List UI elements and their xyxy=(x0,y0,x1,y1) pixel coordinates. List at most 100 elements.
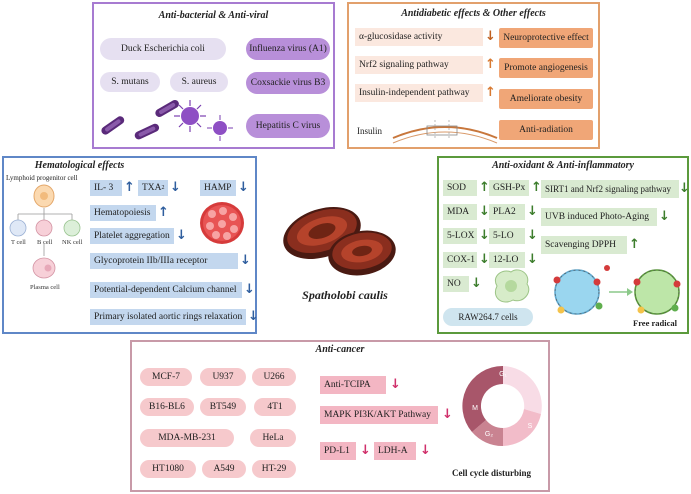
marker-12lo: 12-LO xyxy=(489,252,525,268)
arrow-down-icon: ↓ xyxy=(471,276,482,291)
arrow-down-icon: ↓ xyxy=(360,443,371,458)
cell-cycle-phase-m: M xyxy=(472,405,478,412)
arrow-up-icon: ↑ xyxy=(124,180,135,195)
anticancer-panel: Anti-cancer MCF-7 U937 U266 B16-BL6 BT54… xyxy=(130,340,550,492)
arrow-up-icon: ↑ xyxy=(485,85,496,100)
virus-item-hcv: Hepatitis C virus xyxy=(246,114,330,138)
effect-glycoprotein: Glycoprotein IIb/IIIa receptor xyxy=(90,253,238,269)
plasma-cell-label: Plasma cell xyxy=(30,284,60,291)
cell-line-ht1080: HT1080 xyxy=(140,460,196,478)
arrow-down-icon: ↓ xyxy=(527,228,538,243)
cell-cycle-label: Cell cycle disturbing xyxy=(452,468,531,478)
cell-cycle-segment-m xyxy=(462,365,503,432)
arrow-down-icon: ↓ xyxy=(527,204,538,219)
marker-sod: SOD xyxy=(443,180,477,196)
cell-line-b16bl6: B16-BL6 xyxy=(140,398,194,416)
arrow-down-icon: ↓ xyxy=(659,209,670,224)
cell-cycle-segment-g2 xyxy=(472,420,503,447)
cell-label-t: T cell xyxy=(11,239,26,246)
effect-angiogenesis: Promote angiogenesis xyxy=(499,58,593,78)
effect-uvb: UVB induced Photo-Aging xyxy=(541,208,657,226)
cell-cycle-phase-g1: G₁ xyxy=(499,371,507,378)
effect-aortic-rings: Primary isolated aortic rings relaxation xyxy=(90,309,246,325)
effect-platelet: Platelet aggregation xyxy=(90,228,174,244)
cell-cycle-ring: G₁ S G₂ M xyxy=(462,365,542,447)
effect-alpha-glucosidase: α-glucosidase activity xyxy=(355,28,483,46)
insulin-label: Insulin xyxy=(357,126,383,136)
cell-line-hela: HeLa xyxy=(250,429,296,447)
hematological-title: Hematological effects xyxy=(34,160,125,171)
progenitor-label: Lymphoid progenitor cell xyxy=(6,174,78,182)
effect-hematopoiesis: Hematopoiesis xyxy=(90,205,156,221)
bacteria-virus-illustration xyxy=(101,100,233,141)
effect-pdl1: PD-L1 xyxy=(320,442,356,460)
arrow-down-icon: ↓ xyxy=(244,282,255,297)
antibacterial-panel: Anti-bacterial & Anti-viral Duck Escheri… xyxy=(92,2,335,149)
arrow-down-icon: ↓ xyxy=(485,29,496,44)
cell-lineage-illustration xyxy=(9,184,81,279)
arrow-down-icon: ↓ xyxy=(240,253,251,268)
macrophage-cell-icon xyxy=(495,269,530,303)
cell-line-u266: U266 xyxy=(252,368,296,386)
bacteria-item-ecoli: Duck Escherichia coli xyxy=(100,38,226,60)
cell-cycle-segment-s xyxy=(503,409,541,446)
arrow-down-icon: ↓ xyxy=(479,252,490,267)
arrow-down-icon: ↓ xyxy=(420,443,431,458)
hematological-panel: Hematological effects Lymphoid progenito… xyxy=(2,156,259,334)
marker-cox1: COX-1 xyxy=(443,252,477,268)
anticancer-title: Anti-cancer xyxy=(315,344,365,355)
virus-icon xyxy=(174,100,206,132)
effect-anti-tcipa: Anti-TCIPA xyxy=(320,376,386,394)
bacteria-item-smutans: S. mutans xyxy=(100,72,160,92)
arrow-up-icon: ↑ xyxy=(629,237,640,252)
rod-bacterium-icon xyxy=(134,123,160,140)
arrow-up-icon: ↑ xyxy=(531,180,542,195)
marker-gshpx: GSH-Px xyxy=(489,180,529,196)
effect-sirt1-nrf2: SIRT1 and Nrf2 signaling pathway xyxy=(541,180,679,198)
cell-cycle-segment-g1 xyxy=(503,366,542,414)
arrow-down-icon: ↓ xyxy=(679,181,690,196)
cell-line-u937: U937 xyxy=(200,368,246,386)
antibacterial-title: Anti-bacterial & Anti-viral xyxy=(158,10,269,21)
effect-dpph: Scavenging DPPH xyxy=(541,236,627,254)
free-radical-illustration xyxy=(553,265,681,315)
antioxidant-panel: Anti-oxidant & Anti-inflammatory SOD ↑ M… xyxy=(437,156,690,334)
arrow-down-icon: ↓ xyxy=(238,180,249,195)
rod-bacterium-icon xyxy=(155,100,179,117)
cell-label-b: B cell xyxy=(37,239,53,246)
antidiabetic-panel: Antidiabetic effects & Other effects α-g… xyxy=(347,2,600,149)
arrow-up-icon: ↑ xyxy=(479,180,490,195)
spatholobi-slices-illustration xyxy=(283,207,396,276)
free-radical-label: Free radical xyxy=(633,318,677,328)
marker-txa2-subscript: 2 xyxy=(161,185,165,191)
effect-calcium-channel: Potential-dependent Calcium channel xyxy=(90,282,242,298)
rod-bacterium-icon xyxy=(101,116,125,135)
virus-item-influenza: Influenza virus (A1) xyxy=(246,38,330,60)
effect-obesity: Ameliorate obesity xyxy=(499,89,593,109)
cell-label-nk: NK cell xyxy=(62,239,83,246)
arrow-down-icon: ↓ xyxy=(442,407,453,422)
virus-icon xyxy=(207,115,233,141)
marker-5lox: 5-LOX xyxy=(443,228,477,244)
virus-item-coxsackie: Coxsackie virus B3 xyxy=(246,72,330,94)
marker-hamp: HAMP xyxy=(200,180,236,196)
herb-slice-icon xyxy=(328,230,396,276)
effect-insulin-independent: Insulin-independent pathway xyxy=(355,84,483,102)
arrow-down-icon: ↓ xyxy=(527,252,538,267)
cell-line-a549: A549 xyxy=(202,460,246,478)
cell-line-mdamb231: MDA-MB-231 xyxy=(140,429,234,447)
blood-cells-icon xyxy=(200,202,244,244)
marker-pla2: PLA2 xyxy=(489,204,525,220)
effect-anti-radiation: Anti-radiation xyxy=(499,120,593,140)
insulin-membrane-illustration xyxy=(392,120,498,144)
arrow-down-icon: ↓ xyxy=(176,228,187,243)
arrow-up-icon: ↑ xyxy=(485,57,496,72)
antioxidant-title: Anti-oxidant & Anti-inflammatory xyxy=(492,160,634,171)
arrow-down-icon: ↓ xyxy=(248,309,259,324)
effect-nrf2: Nrf2 signaling pathway xyxy=(355,56,483,74)
bacteria-item-saureus: S. aureus xyxy=(170,72,228,92)
arrow-down-icon: ↓ xyxy=(390,377,401,392)
cell-line-bt549: BT549 xyxy=(200,398,246,416)
cell-line-4t1: 4T1 xyxy=(254,398,296,416)
marker-no: NO xyxy=(443,276,469,292)
